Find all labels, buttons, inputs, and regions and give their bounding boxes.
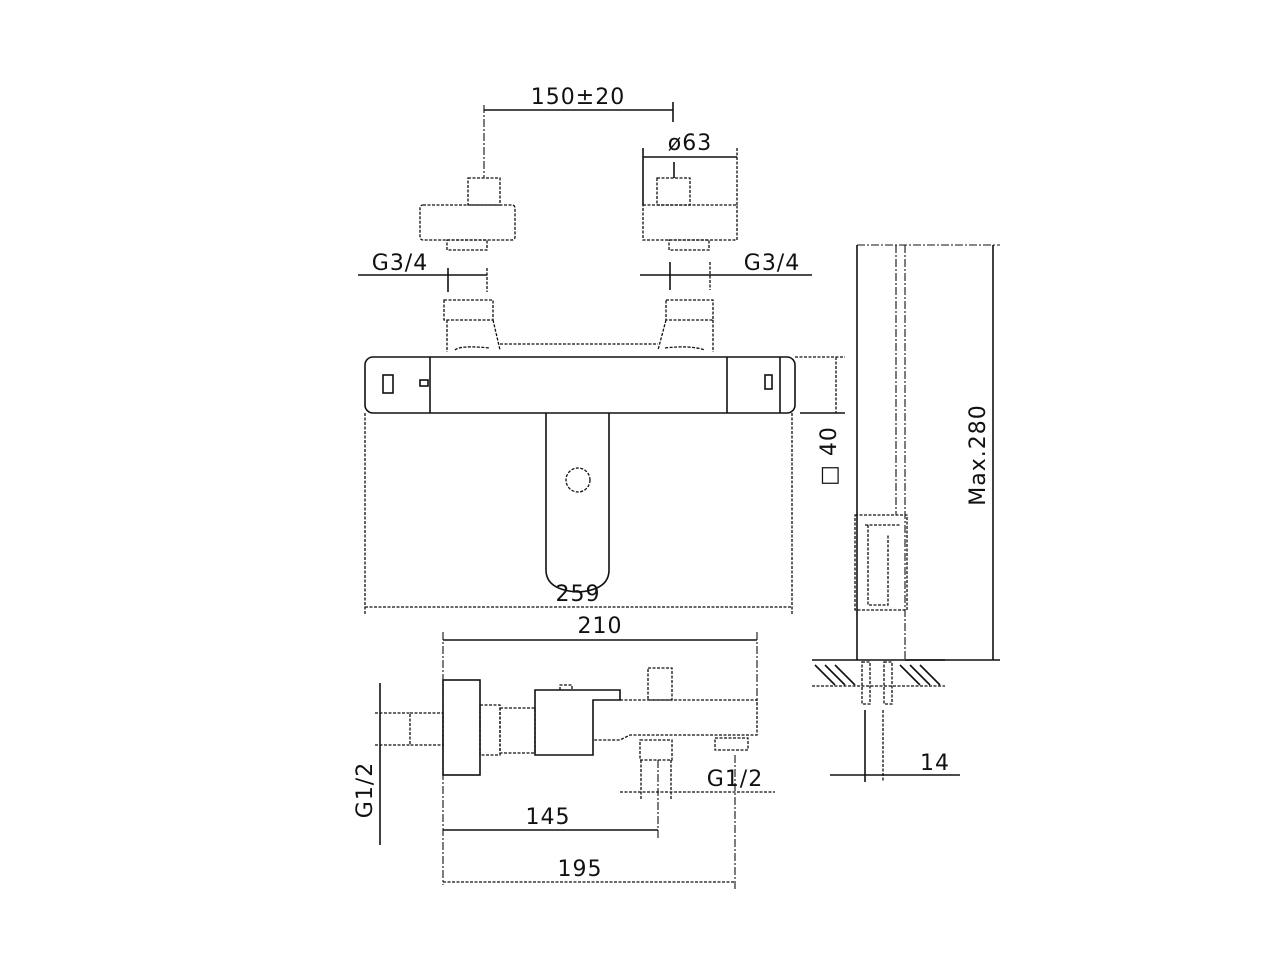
dim-spout-length: 195 (443, 755, 736, 890)
dim-offset: 14 (830, 710, 960, 782)
floor-hatching (812, 661, 945, 705)
dim-inlet-right: G3/4 (640, 251, 812, 290)
dim-outlet-position-label: 145 (526, 805, 571, 830)
dim-spout-length-label: 195 (558, 857, 603, 882)
dim-wall-thread: G1/2 (353, 683, 381, 845)
dim-depth: 210 (442, 614, 758, 885)
dim-offset-label: 14 (920, 751, 950, 776)
wall-connector-left (419, 177, 516, 251)
shower-side-view (812, 244, 1000, 705)
dim-spacing: 150±20 (483, 85, 674, 178)
dim-inlet-left: G3/4 (358, 251, 488, 292)
dim-outlet-thread: G1/2 (620, 760, 775, 800)
dim-spacing-label: 150±20 (531, 85, 625, 110)
dim-diameter: ø63 (642, 131, 738, 205)
dim-max-height-label: Max.280 (966, 404, 991, 505)
dim-diameter-label: ø63 (668, 131, 712, 156)
dim-height-label: □ 40 (817, 426, 842, 486)
mixer-front-view (364, 299, 796, 593)
dim-inlet-left-label: G3/4 (372, 251, 428, 276)
dim-depth-label: 210 (578, 614, 623, 639)
wall-connector-right (642, 177, 738, 251)
dim-outlet-position: 145 (443, 760, 659, 838)
dim-inlet-right-label: G3/4 (744, 251, 800, 276)
dim-width: 259 (364, 413, 793, 615)
dim-width-label: 259 (556, 582, 601, 607)
dim-height: □ 40 (795, 356, 845, 486)
dim-max-height: Max.280 (905, 245, 1000, 661)
dim-wall-thread-label: G1/2 (353, 762, 378, 818)
mixer-side-view (375, 667, 758, 776)
